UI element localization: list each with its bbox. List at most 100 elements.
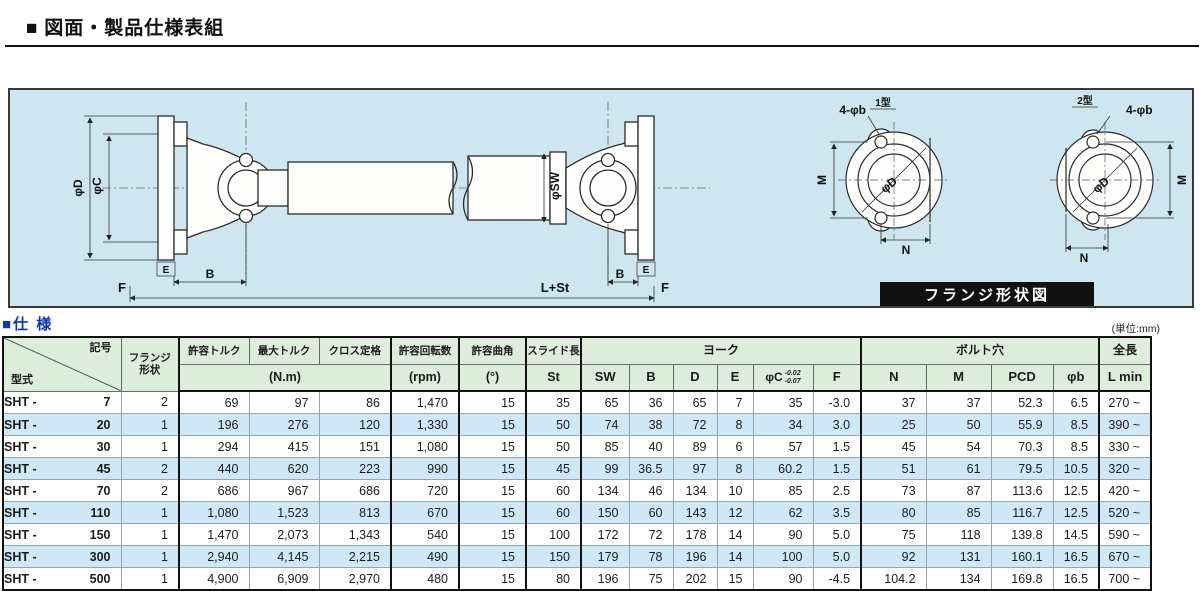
model-cell: SHT -500 bbox=[2, 567, 122, 591]
spec-cell: 172 bbox=[580, 523, 630, 546]
spec-cell: 97 bbox=[672, 457, 718, 480]
spec-cell: 40 bbox=[628, 435, 674, 458]
shaft-diagram: φD φC E B F L+St φSW E B F bbox=[71, 94, 1189, 306]
n-label-2: N bbox=[1080, 251, 1089, 265]
spec-cell: 97 bbox=[248, 390, 320, 414]
spec-cell: 4,145 bbox=[248, 545, 320, 568]
col-header-slide: スライド長 bbox=[525, 336, 582, 365]
col-header-rpm: 許容回転数 bbox=[390, 336, 460, 365]
spec-cell: 143 bbox=[672, 501, 718, 524]
flange-caption-text: フランジ形状図 bbox=[924, 286, 1050, 304]
spec-cell: 670 ~ bbox=[1098, 545, 1152, 568]
spec-cell: 540 bbox=[390, 523, 460, 546]
phi-c-tolerance-upper: -0.02 bbox=[784, 369, 801, 377]
spec-cell: 60.2 bbox=[752, 457, 814, 480]
spec-cell: 74 bbox=[580, 413, 630, 436]
unit-header-angle: (°) bbox=[458, 364, 527, 392]
spec-cell: 73 bbox=[860, 479, 927, 502]
spec-cell: 38 bbox=[628, 413, 674, 436]
spec-cell: 5.0 bbox=[812, 545, 862, 568]
shaft-drawing bbox=[157, 115, 655, 261]
spec-cell: 65 bbox=[672, 390, 718, 414]
spec-cell: 14 bbox=[716, 545, 754, 568]
spec-cell: 320 ~ bbox=[1098, 457, 1152, 480]
spec-cell: 150 bbox=[525, 545, 582, 568]
spec-cell: 90 bbox=[752, 567, 814, 591]
type2-label: 2型 bbox=[1077, 94, 1093, 107]
spec-cell: 1,470 bbox=[178, 523, 250, 546]
spec-cell: 294 bbox=[178, 435, 250, 458]
e-left-label: E bbox=[163, 265, 170, 276]
unit-header-rpm: (rpm) bbox=[390, 364, 460, 392]
spec-cell: 79.5 bbox=[990, 457, 1054, 480]
phi-d-label: φD bbox=[71, 179, 85, 197]
spec-cell: 45 bbox=[860, 435, 927, 458]
type1-label: 1型 bbox=[875, 96, 891, 109]
spec-cell: 4,900 bbox=[178, 567, 250, 591]
dimension-lines bbox=[84, 115, 656, 302]
spec-cell: 100 bbox=[525, 523, 582, 546]
spec-cell: 151 bbox=[318, 435, 392, 458]
drawing-panel: φD φC E B F L+St φSW E B F bbox=[8, 88, 1194, 308]
page-title: ■ 図面・製品仕様表組 bbox=[26, 18, 225, 39]
spec-cell: 45 bbox=[525, 457, 582, 480]
spec-cell: 36 bbox=[628, 390, 674, 414]
spec-cell: 686 bbox=[178, 479, 250, 502]
flange-header-line1: フランジ bbox=[128, 352, 171, 365]
spec-cell: 92 bbox=[860, 545, 927, 568]
model-cell: SHT -20 bbox=[2, 413, 122, 436]
spec-cell: 440 bbox=[178, 457, 250, 480]
spec-cell: 620 bbox=[248, 457, 320, 480]
spec-cell: 2,940 bbox=[178, 545, 250, 568]
col-header-allow-torque: 許容トルク bbox=[178, 336, 250, 365]
spec-cell: 86 bbox=[318, 390, 392, 414]
spec-cell: 62 bbox=[752, 501, 814, 524]
spec-cell: 134 bbox=[925, 567, 992, 591]
spec-cell: 116.7 bbox=[990, 501, 1054, 524]
spec-cell: 1,330 bbox=[390, 413, 460, 436]
model-cell: SHT -30 bbox=[2, 435, 122, 458]
spec-cell: 35 bbox=[752, 390, 814, 414]
spec-cell: 2,215 bbox=[318, 545, 392, 568]
spec-cell: 15 bbox=[458, 545, 527, 568]
spec-cell: 85 bbox=[752, 479, 814, 502]
spec-cell: 2,970 bbox=[318, 567, 392, 591]
spec-cell: 10 bbox=[716, 479, 754, 502]
spec-cell: 2 bbox=[120, 457, 180, 480]
spec-cell: 670 bbox=[390, 501, 460, 524]
spec-cell: 134 bbox=[580, 479, 630, 502]
spec-cell: 57 bbox=[752, 435, 814, 458]
col-header-n: N bbox=[860, 364, 927, 392]
l-st-label: L+St bbox=[541, 280, 570, 295]
col-header-b: B bbox=[628, 364, 674, 392]
col-header-angle: 許容曲角 bbox=[458, 336, 527, 365]
spec-cell: 80 bbox=[860, 501, 927, 524]
spec-cell: 3.5 bbox=[812, 501, 862, 524]
spec-cell: 1.5 bbox=[812, 435, 862, 458]
spec-cell: 131 bbox=[925, 545, 992, 568]
spec-cell: 276 bbox=[248, 413, 320, 436]
spec-cell: 7 bbox=[716, 390, 754, 414]
spec-cell: 72 bbox=[672, 413, 718, 436]
corner-model-label: 型式 bbox=[11, 373, 33, 386]
spec-cell: 104.2 bbox=[860, 567, 927, 591]
spec-cell: 2 bbox=[120, 479, 180, 502]
spec-cell: 37 bbox=[925, 390, 992, 414]
dimension-labels: φD φC E B F L+St φSW E B F bbox=[71, 171, 669, 295]
spec-cell: 25 bbox=[860, 413, 927, 436]
spec-cell: 8.5 bbox=[1052, 413, 1100, 436]
spec-cell: 78 bbox=[628, 545, 674, 568]
spec-cell: 12 bbox=[716, 501, 754, 524]
spec-cell: 196 bbox=[672, 545, 718, 568]
spec-cell: 990 bbox=[390, 457, 460, 480]
spec-cell: 16.5 bbox=[1052, 545, 1100, 568]
m-label-2: M bbox=[1175, 175, 1189, 185]
spec-cell: 89 bbox=[672, 435, 718, 458]
spec-cell: 330 ~ bbox=[1098, 435, 1152, 458]
spec-cell: 1,523 bbox=[248, 501, 320, 524]
